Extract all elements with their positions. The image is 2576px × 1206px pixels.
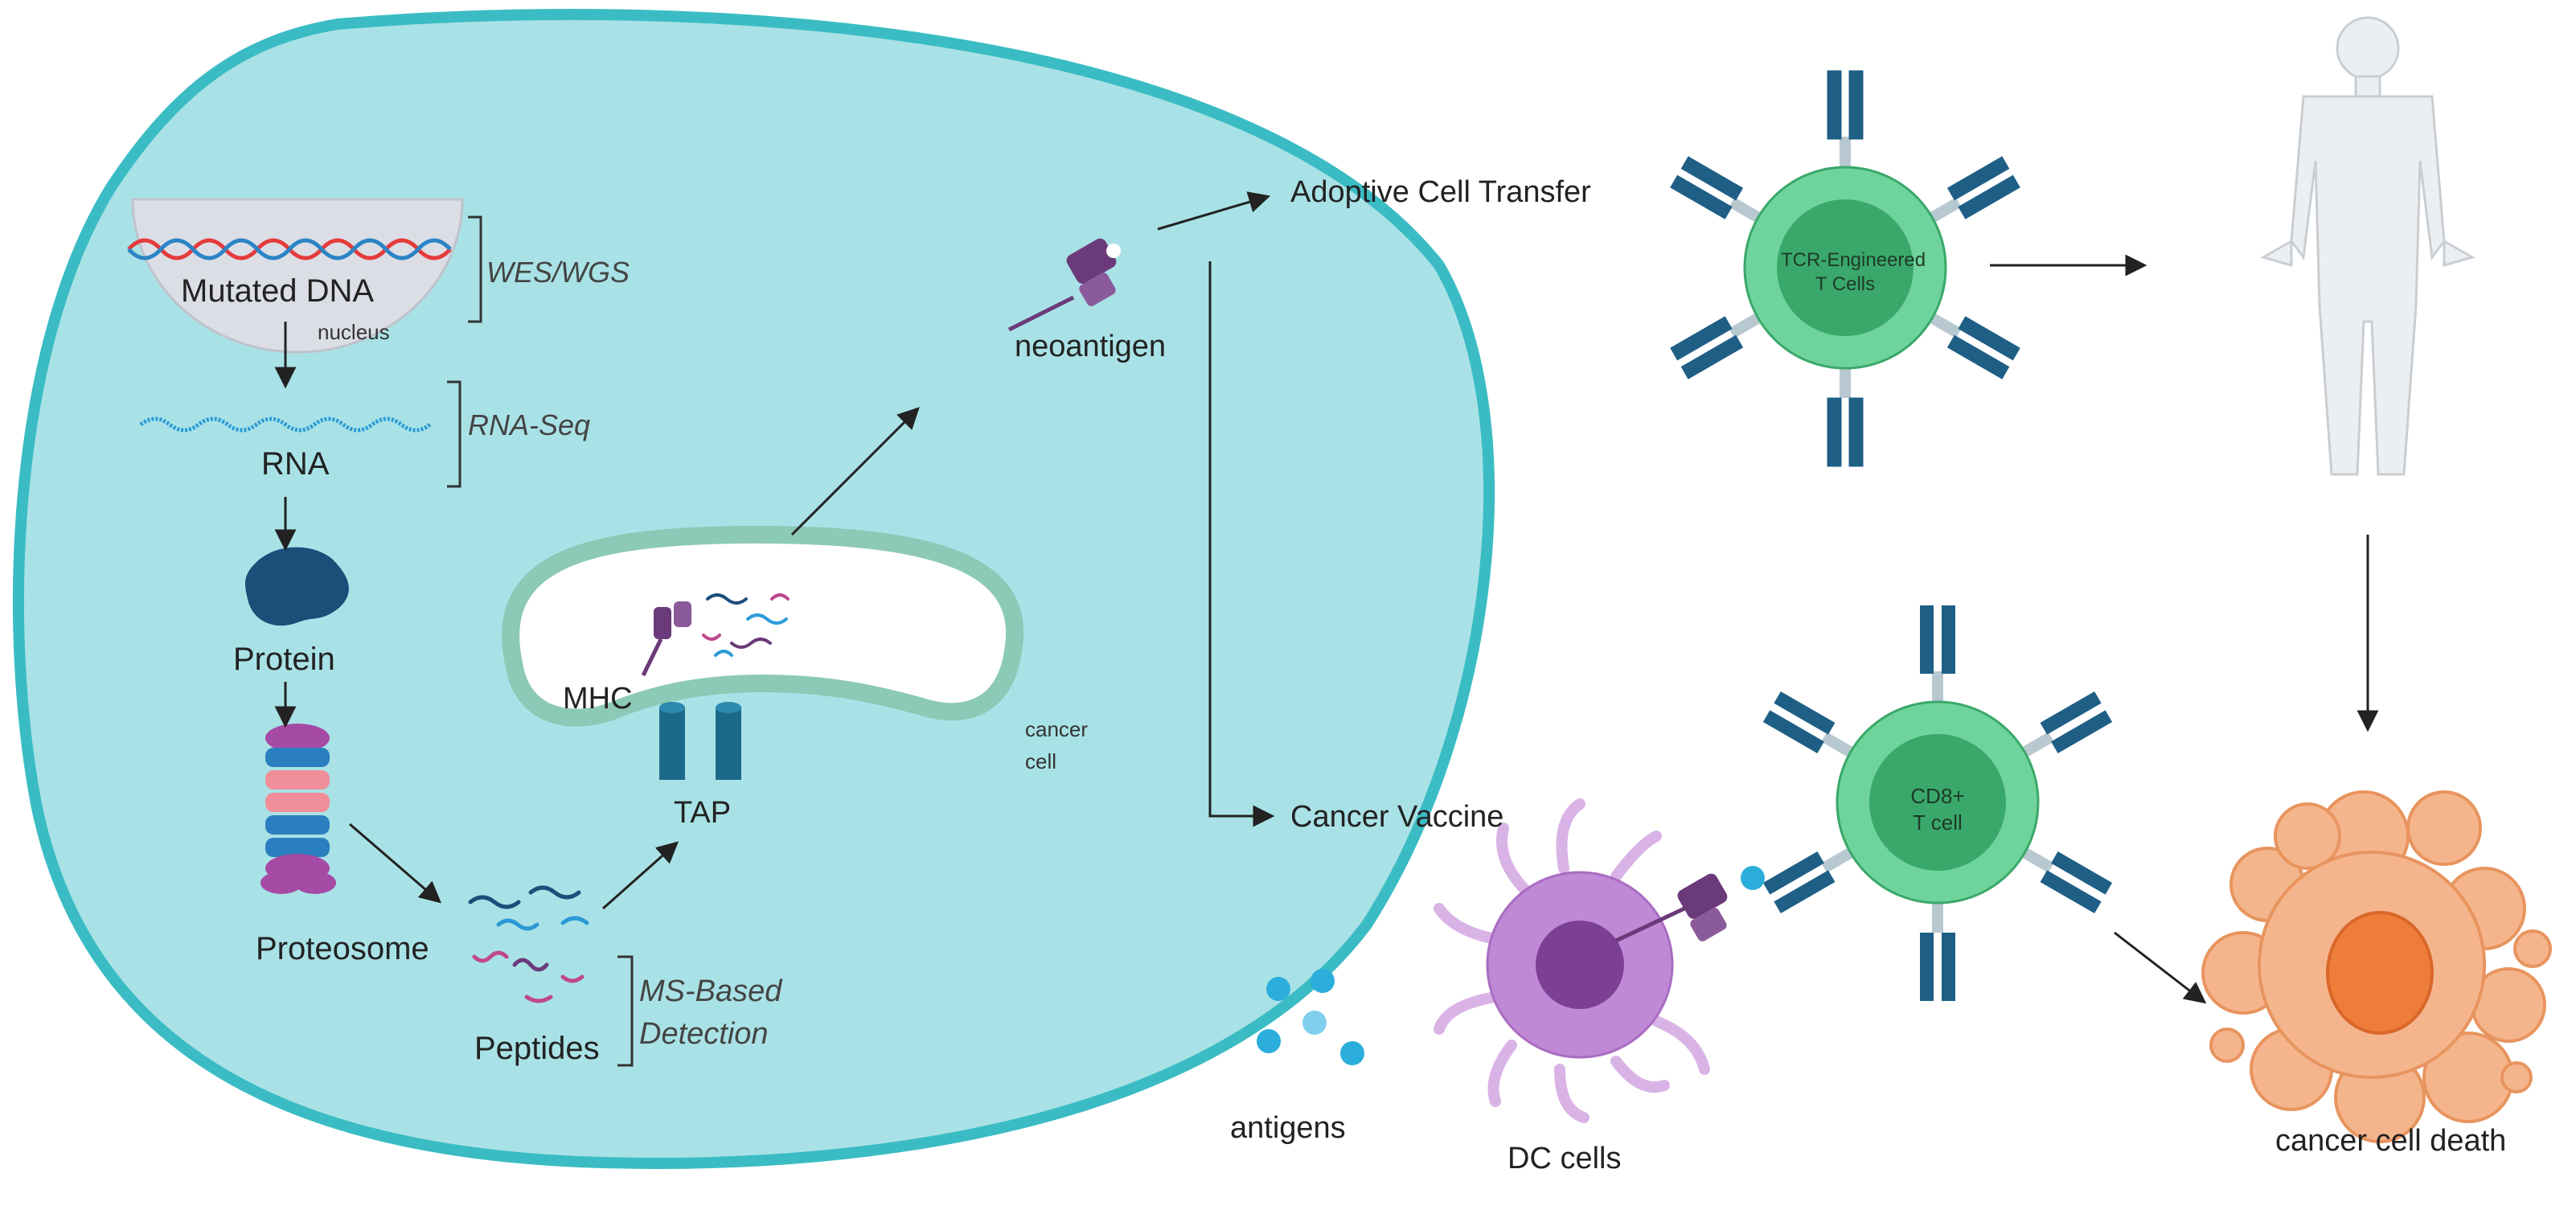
rna-strand-icon bbox=[139, 416, 432, 433]
label-mutated-dna: Mutated DNA bbox=[181, 273, 375, 309]
cd8-t-cell bbox=[1762, 605, 2113, 1001]
label-protein: Protein bbox=[233, 642, 335, 677]
label-neoantigen: neoantigen bbox=[1015, 330, 1167, 363]
endoplasmic-reticulum bbox=[502, 525, 1024, 727]
peptides-icon bbox=[468, 885, 589, 1003]
label-rna: RNA bbox=[261, 446, 330, 482]
label-nucleus: nucleus bbox=[318, 320, 390, 344]
arrow-cd8-death bbox=[2114, 931, 2207, 1004]
label-antigens: antigens bbox=[1230, 1111, 1346, 1145]
neoantigen-icon bbox=[1007, 238, 1121, 332]
label-rna-seq: RNA-Seq bbox=[468, 408, 591, 441]
mhc-molecule-icon bbox=[641, 601, 691, 677]
arrow-proteosome-peptides bbox=[349, 822, 442, 904]
dna-helix-icon bbox=[127, 238, 452, 260]
label-peptides: Peptides bbox=[474, 1031, 600, 1066]
label-ms-based: MS-Based bbox=[639, 974, 782, 1008]
label-tcr-engineered: TCR-Engineered bbox=[1781, 249, 1926, 271]
label-t-cell: T cell bbox=[1913, 810, 1963, 835]
human-body-icon bbox=[2260, 16, 2476, 476]
arrow-to-adoptive bbox=[1157, 191, 1271, 231]
antigens-icon bbox=[1257, 969, 1364, 1065]
arrow-to-vaccine bbox=[1208, 261, 1275, 827]
protein-icon bbox=[245, 547, 349, 626]
rna-seq-bracket bbox=[447, 380, 461, 488]
tcr-engineered-t-cell bbox=[1670, 70, 2020, 467]
wes-bracket bbox=[468, 215, 482, 323]
label-t-cells: T Cells bbox=[1815, 273, 1876, 295]
proteasome-icon bbox=[260, 724, 336, 894]
arrow-er-neoantigen bbox=[790, 407, 920, 536]
nucleus bbox=[131, 198, 464, 354]
arrow-peptides-tap bbox=[602, 841, 679, 910]
label-adoptive-cell-transfer: Adoptive Cell Transfer bbox=[1290, 175, 1591, 209]
dc-mhc-antigen-icon bbox=[1614, 866, 1765, 943]
label-mhc: MHC bbox=[563, 682, 633, 716]
label-dc-cells: DC cells bbox=[1507, 1142, 1622, 1175]
dendritic-cell-icon bbox=[1434, 798, 1710, 1123]
tcr-receptor-icon bbox=[1670, 70, 2020, 467]
ms-bracket bbox=[617, 955, 634, 1067]
label-proteosome: Proteosome bbox=[256, 931, 429, 966]
label-cancer-cell-death: cancer cell death bbox=[2275, 1124, 2507, 1158]
label-wes-wgs: WES/WGS bbox=[486, 256, 630, 289]
label-tap: TAP bbox=[674, 796, 732, 830]
tap-transporter-icon bbox=[659, 702, 741, 780]
label-cd8: CD8+ bbox=[1910, 784, 1965, 808]
label-detection: Detection bbox=[639, 1017, 769, 1051]
label-cancer: cancer bbox=[1025, 717, 1089, 741]
er-peptides-icon bbox=[702, 593, 790, 657]
label-cancer-vaccine: Cancer Vaccine bbox=[1290, 800, 1504, 834]
cancer-cell-death-icon bbox=[2201, 790, 2552, 1143]
label-cell: cell bbox=[1025, 749, 1057, 773]
